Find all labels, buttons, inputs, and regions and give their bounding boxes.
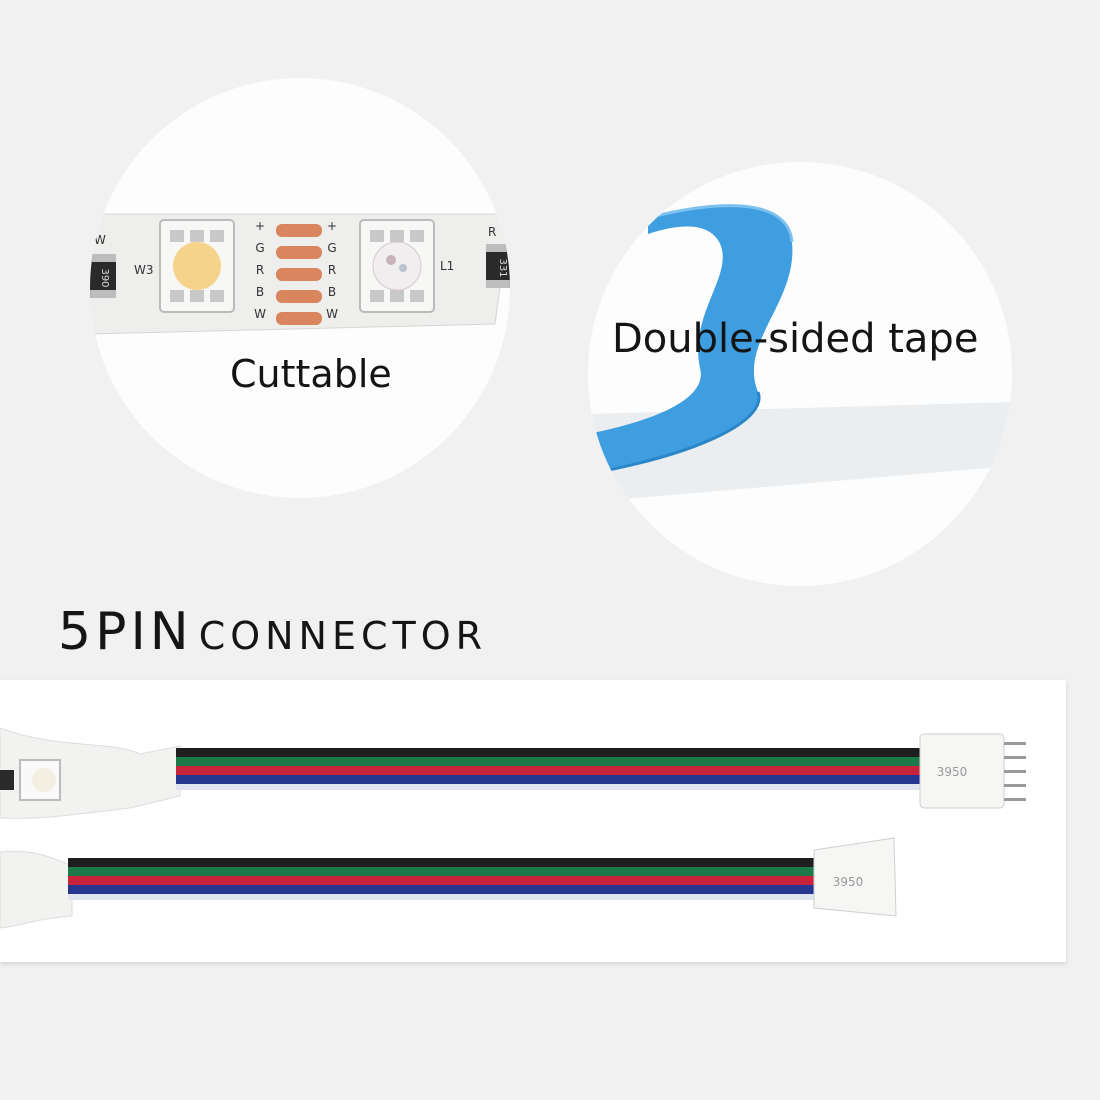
plug-label-top: 3950 (937, 765, 968, 779)
tape-closeup (588, 204, 1012, 502)
edge-label-left: W (94, 233, 106, 247)
tape-liner (588, 205, 793, 474)
cut-pads (276, 224, 322, 325)
connector-heading-main: 5PIN (58, 602, 193, 662)
pad-label-left-3: B (256, 285, 264, 299)
plug-label-bottom: 3950 (833, 875, 864, 889)
pad-label-left-1: G (255, 241, 264, 255)
pad-label-left-0: + (255, 219, 265, 233)
connector-heading-sub: CONNECTOR (198, 614, 488, 658)
cuttable-caption: Cuttable (230, 352, 392, 396)
pad-label-right-4: W (326, 307, 338, 321)
connector-photo-panel: 3950 3950 (0, 680, 1066, 962)
resistor-left (90, 254, 116, 298)
resistor-right (486, 244, 510, 288)
led-strip-closeup: 390 W W3 + G R B W + G R B W (90, 213, 510, 335)
pad-label-right-2: R (328, 263, 336, 277)
strip-end-bottom (0, 850, 73, 929)
pad-label-left-2: R (256, 263, 264, 277)
connector-cables: 3950 3950 (0, 727, 1026, 929)
ribbon-cable-bottom (68, 858, 816, 900)
led-left-phosphor (173, 242, 221, 290)
led-right-lens (372, 241, 422, 291)
ribbon-cable-top (176, 748, 924, 790)
tape-caption: Double-sided tape (612, 316, 979, 362)
led-label-left: W3 (134, 263, 154, 277)
male-plug: 3950 (919, 733, 1026, 809)
pad-label-left-4: W (254, 307, 266, 321)
pad-label-right-3: B (328, 285, 336, 299)
led-label-right: L1 (440, 259, 454, 273)
tape-feature-circle (588, 162, 1012, 586)
resistor-right-label: 331 (497, 258, 508, 277)
pad-label-right-1: G (327, 241, 336, 255)
edge-label-right: R (488, 225, 496, 239)
resistor-left-label: 390 (99, 268, 110, 287)
cuttable-feature-circle: 390 W W3 + G R B W + G R B W (90, 78, 510, 498)
pad-label-right-0: + (327, 219, 337, 233)
female-plug: 3950 (813, 837, 897, 917)
